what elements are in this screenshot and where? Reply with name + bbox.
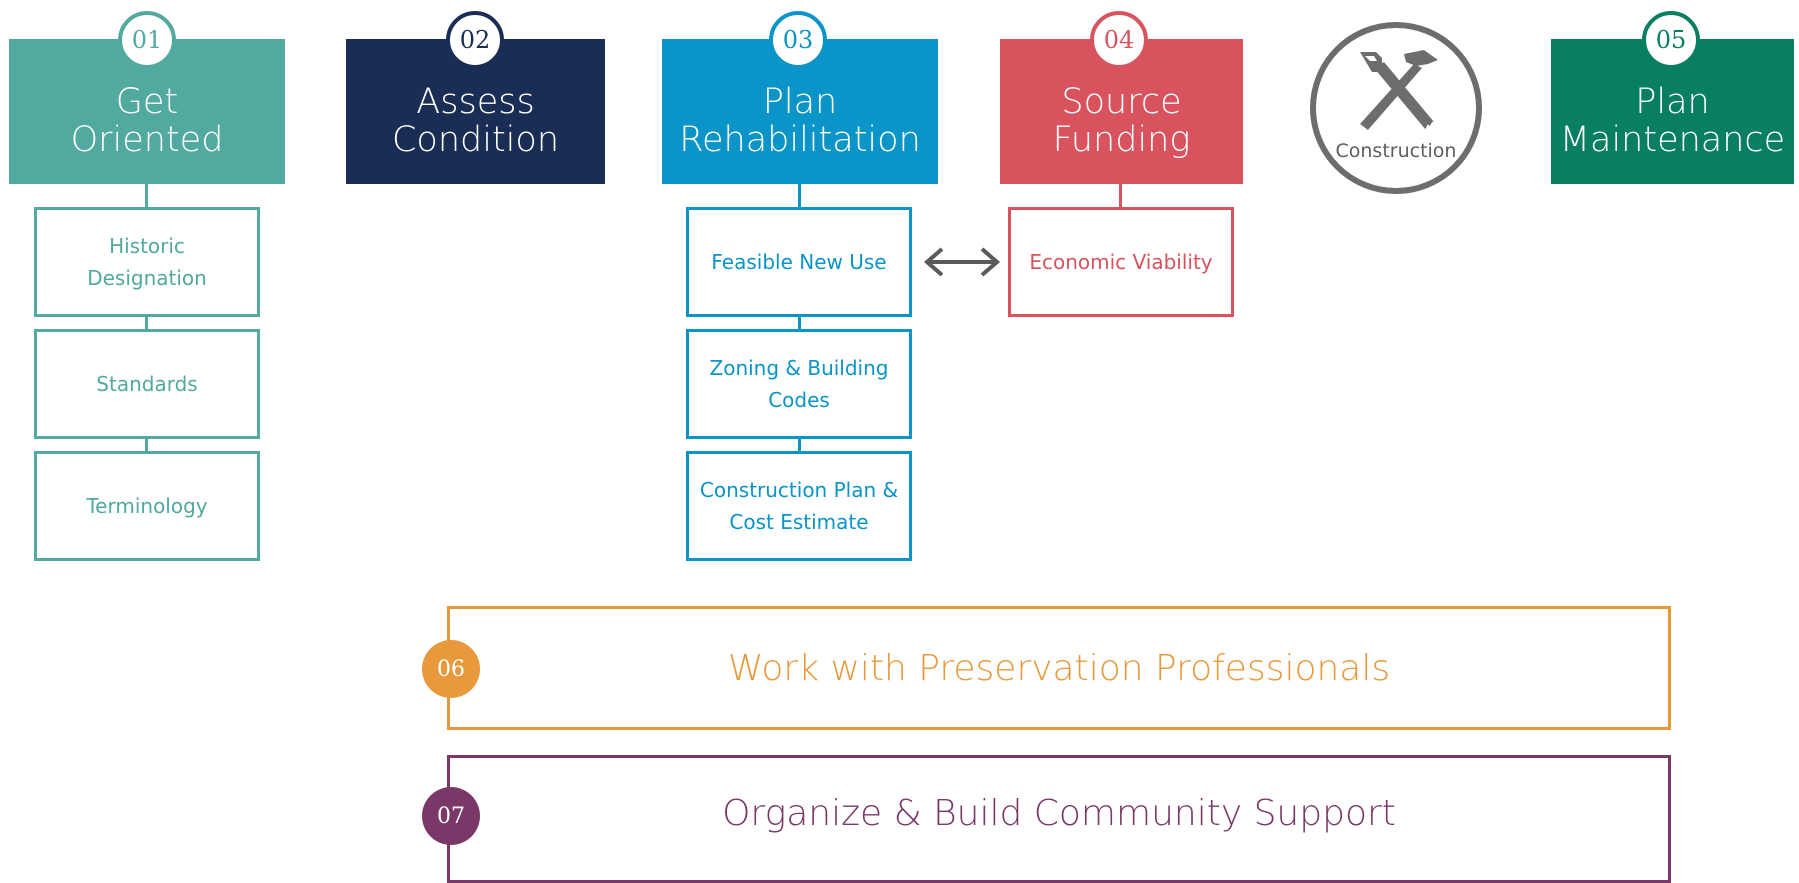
step-02-title-line2: Condition — [391, 119, 560, 160]
preservation-professionals-bar[interactable]: Work with Preservation Professionals — [447, 606, 1671, 730]
step-03-title-line2: Rehabilitation — [679, 119, 921, 160]
terminology-label: Terminology — [86, 494, 208, 518]
double-arrow-icon — [923, 247, 1001, 277]
step-02-title-line1: Assess — [416, 81, 535, 122]
construction-label: Construction — [1335, 140, 1457, 162]
step-02-number-badge: 02 — [446, 11, 504, 69]
step-05-title-line1: Plan — [1635, 81, 1710, 122]
step-05-number-badge: 05 — [1642, 11, 1700, 69]
construction-plan-cost-box[interactable]: Construction Plan & Cost Estimate — [686, 451, 912, 561]
feasible-new-use-label: Feasible New Use — [711, 250, 887, 274]
step-01-number-badge: 01 — [118, 11, 176, 69]
feasible-new-use-box[interactable]: Feasible New Use — [686, 207, 912, 317]
historic-designation-box[interactable]: Historic Designation — [34, 207, 260, 317]
zoning-building-codes-line1: Zoning & Building — [709, 356, 889, 380]
terminology-box[interactable]: Terminology — [34, 451, 260, 561]
step-03-title-line1: Plan — [762, 81, 838, 122]
economic-viability-label: Economic Viability — [1029, 250, 1213, 274]
step-06-number-badge: 06 — [422, 640, 480, 698]
saw-hammer-icon — [1360, 50, 1438, 131]
step-04-title-line2: Funding — [1052, 119, 1191, 160]
step-04-title-line1: Source — [1061, 81, 1182, 122]
preservation-professionals-label: Work with Preservation Professionals — [727, 647, 1391, 689]
construction-stage[interactable]: Construction — [1310, 22, 1482, 194]
step-04-number-badge: 04 — [1090, 11, 1148, 69]
standards-box[interactable]: Standards — [34, 329, 260, 439]
economic-viability-box[interactable]: Economic Viability — [1008, 207, 1234, 317]
construction-plan-cost-line1: Construction Plan & — [699, 478, 899, 502]
zoning-building-codes-line2: Codes — [768, 388, 830, 412]
step-01-title-line2: Oriented — [70, 119, 224, 160]
step-01-title-line1: Get — [115, 81, 179, 122]
historic-designation-line1: Historic — [109, 234, 185, 258]
step-07-number-badge: 07 — [422, 787, 480, 845]
construction-plan-cost-line2: Cost Estimate — [729, 510, 869, 534]
step-03-number-badge: 03 — [769, 11, 827, 69]
step-05-title-line2: Maintenance — [1559, 119, 1786, 160]
zoning-building-codes-box[interactable]: Zoning & Building Codes — [686, 329, 912, 439]
standards-label: Standards — [96, 372, 198, 396]
historic-designation-line2: Designation — [87, 266, 207, 290]
step-03-header[interactable]: Plan Rehabilitation — [662, 39, 938, 184]
community-support-bar[interactable]: Organize & Build Community Support — [447, 755, 1671, 883]
community-support-label: Organize & Build Community Support — [722, 793, 1396, 834]
